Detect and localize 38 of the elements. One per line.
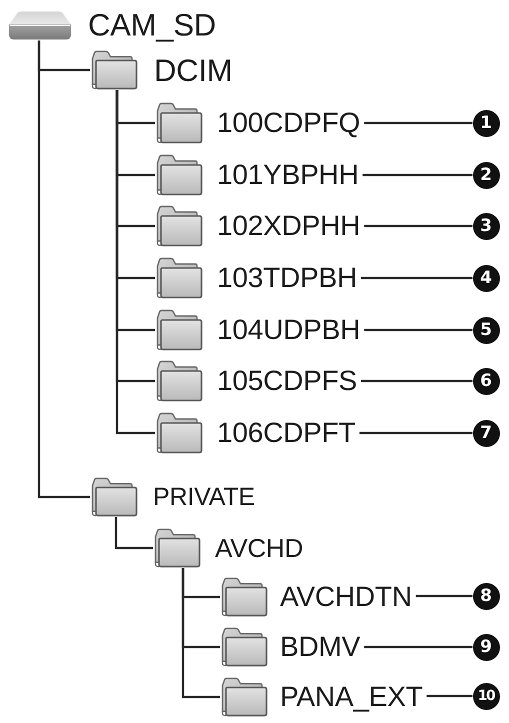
leader-line xyxy=(364,122,472,124)
callout-number: 5 xyxy=(472,316,500,344)
leader-line xyxy=(359,432,472,434)
tree-line xyxy=(114,517,153,550)
leader-line xyxy=(364,224,472,228)
callout-number: 10 xyxy=(472,682,500,710)
callout-number: 2 xyxy=(472,162,500,188)
tree-line xyxy=(182,568,220,698)
folder-name: 105CDPFS xyxy=(217,367,358,395)
folder-name: DCIM xyxy=(154,54,232,86)
callout-number: 7 xyxy=(472,420,500,446)
folder-name: 106CDPFT xyxy=(217,419,356,447)
folder-name: PANA_EXT xyxy=(280,683,423,711)
leader-line xyxy=(364,646,472,648)
leader-line xyxy=(426,694,472,698)
callout-number: 8 xyxy=(472,582,500,610)
callout-number: 1 xyxy=(472,110,500,136)
folder-name: AVCHD xyxy=(215,535,304,561)
tree-line xyxy=(116,90,155,434)
leader-line xyxy=(362,174,472,176)
drive-name: CAM_SD xyxy=(88,10,216,40)
folder-name: 103TDPBH xyxy=(217,264,358,292)
callout-number: 9 xyxy=(472,634,500,660)
folder-name: BDMV xyxy=(280,633,360,661)
leader-line xyxy=(364,328,472,332)
folder-name: 104UDPBH xyxy=(217,316,360,344)
tree-line xyxy=(38,40,90,498)
folder-name: AVCHDTN xyxy=(280,583,412,611)
callout-number: 3 xyxy=(472,212,500,240)
callout-number: 6 xyxy=(472,368,500,394)
folder-name: 100CDPFQ xyxy=(217,109,360,137)
leader-line xyxy=(416,594,472,598)
folder-name: 101YBPHH xyxy=(217,161,359,189)
leader-line xyxy=(361,380,472,382)
callout-number: 4 xyxy=(472,264,500,292)
leader-line xyxy=(361,276,472,280)
folder-name: PRIVATE xyxy=(153,484,255,510)
folder-name: 102XDPHH xyxy=(217,212,360,240)
